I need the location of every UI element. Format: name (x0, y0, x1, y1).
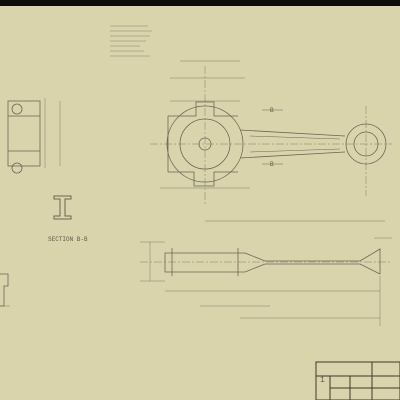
notes-block (110, 25, 152, 57)
connecting-rod-elevation (150, 60, 392, 222)
section-cut-label-bottom: B (270, 161, 274, 168)
section-cut-label-top: B (270, 107, 274, 114)
title-block-number: 1 (320, 376, 325, 385)
partial-view-left (0, 273, 10, 307)
end-view-left (7, 98, 61, 174)
drawing-sheet: SECTION B-B B B 1 (0, 6, 400, 400)
drawing-canvas (0, 25, 400, 400)
section-view-label: SECTION B-B (48, 236, 88, 243)
title-block (315, 361, 400, 400)
i-beam-section (53, 195, 72, 220)
connecting-rod-plan (140, 237, 392, 326)
